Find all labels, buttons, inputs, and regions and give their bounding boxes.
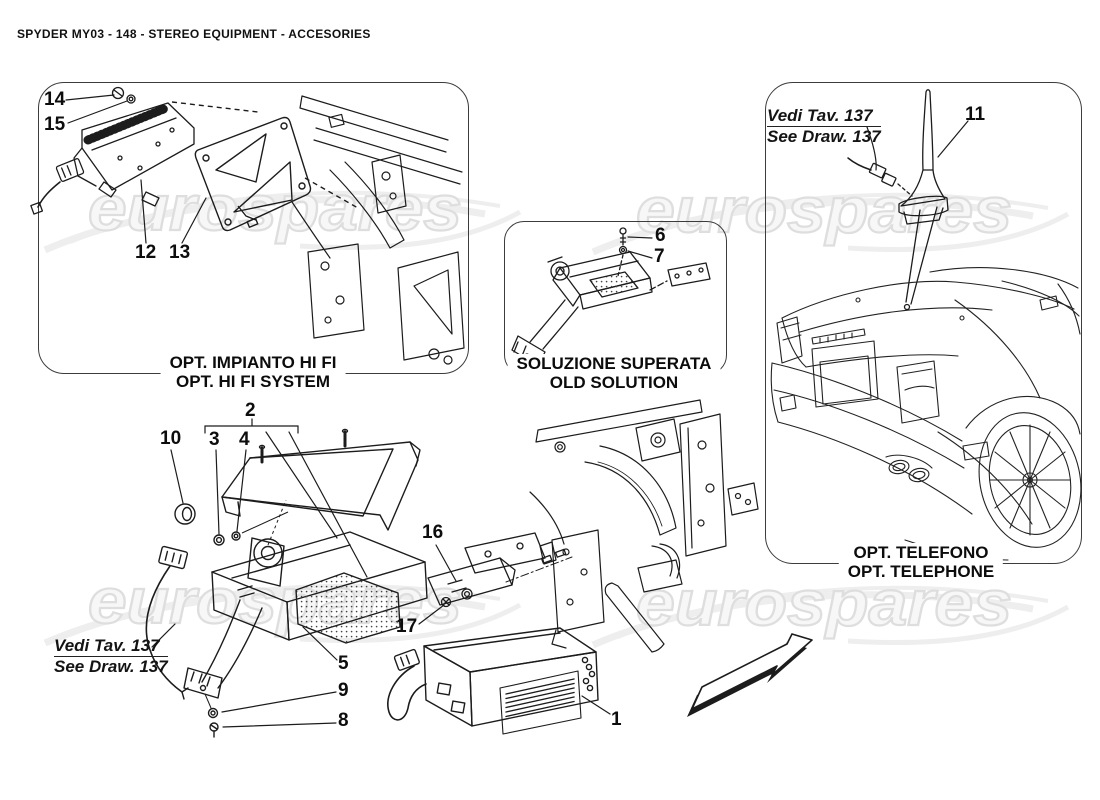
part-label-7: 7 bbox=[654, 246, 665, 267]
stereo-unit-drawing bbox=[387, 627, 599, 735]
reference-italian: Vedi Tav. 137 bbox=[54, 636, 168, 657]
old-solution-caption: SOLUZIONE SUPERATA OLD SOLUTION bbox=[507, 354, 721, 392]
see-drawing-reference-main: Vedi Tav. 137 See Draw. 137 bbox=[54, 636, 168, 676]
mounting-plate-drawing bbox=[171, 101, 359, 232]
part-label-16: 16 bbox=[422, 522, 444, 543]
part-label-3: 3 bbox=[209, 429, 220, 450]
telephone-caption: OPT. TELEFONO OPT. TELEPHONE bbox=[838, 543, 1004, 581]
old-solution-caption-english: OLD SOLUTION bbox=[549, 373, 679, 392]
lower-bracket-drawing bbox=[145, 531, 428, 738]
leader-lines bbox=[65, 94, 969, 728]
see-drawing-reference-telephone: Vedi Tav. 137 See Draw. 137 bbox=[767, 106, 881, 146]
antenna-drawing bbox=[847, 89, 949, 311]
watermark-text: eurospares bbox=[636, 174, 1012, 246]
reference-english: See Draw. 137 bbox=[767, 127, 881, 146]
car-rear-drawing bbox=[770, 267, 1082, 561]
wheel-spokes bbox=[989, 424, 1071, 536]
part-label-13: 13 bbox=[169, 242, 191, 263]
chassis-drawing bbox=[529, 399, 759, 653]
part-label-6: 6 bbox=[655, 225, 666, 246]
fasteners-drawing bbox=[174, 499, 289, 546]
amplifier-drawing bbox=[30, 86, 195, 215]
direction-arrow-icon bbox=[687, 633, 813, 717]
part-label-14: 14 bbox=[44, 89, 66, 110]
reference-english: See Draw. 137 bbox=[54, 657, 168, 676]
radio-bracket-drawing bbox=[427, 532, 573, 608]
telephone-caption-english: OPT. TELEPHONE bbox=[847, 562, 995, 581]
reference-italian: Vedi Tav. 137 bbox=[767, 106, 881, 127]
swoosh-decoration bbox=[43, 190, 1070, 649]
hifi-chassis-drawing bbox=[291, 95, 465, 365]
hifi-caption: OPT. IMPIANTO HI FI OPT. HI FI SYSTEM bbox=[160, 353, 346, 391]
part-label-5: 5 bbox=[338, 653, 349, 674]
part-label-9: 9 bbox=[338, 680, 349, 701]
part-label-1: 1 bbox=[611, 709, 622, 730]
upper-bracket-drawing bbox=[221, 428, 421, 531]
part-label-17: 17 bbox=[396, 616, 418, 637]
part-label-2: 2 bbox=[245, 400, 256, 421]
hifi-caption-english: OPT. HI FI SYSTEM bbox=[176, 372, 330, 391]
part-label-4: 4 bbox=[239, 429, 250, 450]
telephone-caption-italian: OPT. TELEFONO bbox=[853, 543, 989, 562]
hifi-caption-italian: OPT. IMPIANTO HI FI bbox=[169, 353, 337, 372]
part-label-8: 8 bbox=[338, 710, 349, 731]
page-title: SPYDER MY03 - 148 - STEREO EQUIPMENT - A… bbox=[17, 27, 371, 41]
part-label-15: 15 bbox=[44, 114, 66, 135]
old-solution-caption-italian: SOLUZIONE SUPERATA bbox=[516, 354, 712, 373]
part-label-11: 11 bbox=[965, 104, 986, 125]
part-label-10: 10 bbox=[160, 428, 182, 449]
old-solution-drawing bbox=[511, 227, 711, 367]
part-label-12: 12 bbox=[135, 242, 157, 263]
